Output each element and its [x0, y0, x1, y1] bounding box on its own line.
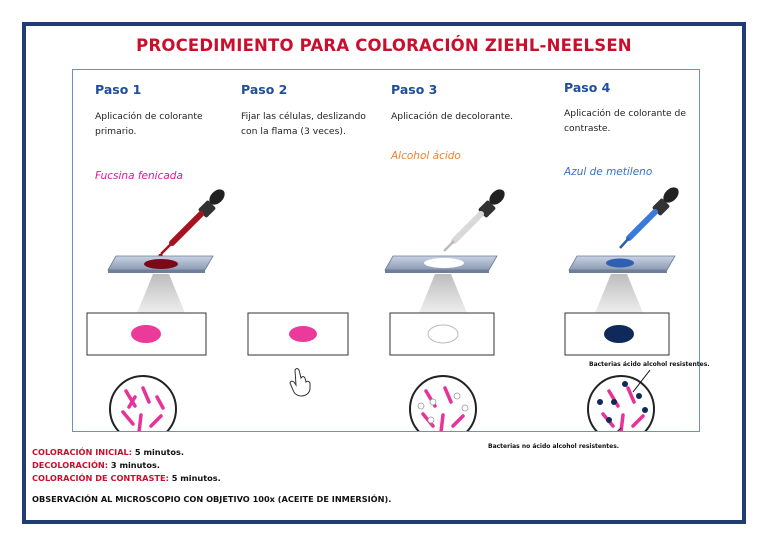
callout-arrow-nonresistant: [617, 427, 622, 431]
step-2-heading: Paso 2: [241, 82, 288, 97]
step-1-magnify-cone: [137, 274, 185, 313]
step-4-microscope-view-icon: [587, 369, 655, 431]
note-contrast: COLORACIÓN DE CONTRASTE: 5 minutos.: [32, 473, 221, 483]
step-2-slide-view: [247, 312, 349, 356]
note-decolor: DECOLORACIÓN: 3 minutos.: [32, 460, 160, 470]
step-3-magnify-cone: [419, 274, 467, 313]
procedure-panel: Paso 1 Aplicación de colorante primario.…: [72, 69, 710, 450]
step-3-description: Aplicación de decolorante.: [391, 111, 514, 122]
step-3-dropper-icon: [443, 189, 505, 252]
page-frame: PROCEDIMIENTO PARA COLORACIÓN ZIEHL-NEEL…: [22, 22, 746, 524]
step-1-slide-icon: [107, 255, 214, 273]
step-2-smear-spot: [289, 326, 317, 342]
callout-resistant: Bacterias ácido alcohol resistentes.: [589, 361, 710, 368]
step-1-microscope-view-icon: [109, 375, 177, 431]
step-1-heading: Paso 1: [95, 82, 142, 97]
step-3-reagent: Alcohol ácido: [391, 150, 461, 162]
step-4-smear-spot: [604, 325, 634, 343]
step-3-slide-icon: [384, 255, 498, 273]
step-1-smear-spot: [131, 325, 161, 343]
step-3-heading: Paso 3: [391, 82, 438, 97]
step-3-smear-spot: [427, 324, 459, 344]
step-1-reagent: Fucsina fenicada: [95, 170, 183, 182]
step-1-dropper-icon: [158, 189, 225, 260]
step-2-description: Fijar las células, deslizando con la fla…: [241, 111, 366, 137]
step-3-microscope-view-icon: [409, 375, 477, 431]
step-4-heading: Paso 4: [564, 80, 611, 95]
callout-arrow-resistant: [632, 369, 651, 393]
timing-notes: COLORACIÓN INICIAL: 5 minutos. DECOLORAC…: [32, 446, 221, 485]
page-title: PROCEDIMIENTO PARA COLORACIÓN ZIEHL-NEEL…: [136, 36, 632, 55]
step-1-description: Aplicación de colorante primario.: [95, 111, 203, 137]
hand-pointer-icon: [289, 368, 311, 397]
step-4-dropper-icon: [619, 187, 679, 249]
step-4-magnify-cone: [595, 274, 643, 313]
note-initial: COLORACIÓN INICIAL: 5 minutos.: [32, 447, 184, 457]
procedure-illustrations: [86, 187, 679, 431]
step-4-description: Aplicación de colorante de contraste.: [564, 108, 687, 134]
step-4-reagent: Azul de metileno: [564, 166, 653, 178]
step-4-slide-icon: [568, 255, 676, 273]
observation-note: OBSERVACIÓN AL MICROSCOPIO CON OBJETIVO …: [32, 494, 392, 504]
callout-non-resistant: Bacterias no ácido alcohol resistentes.: [488, 443, 620, 450]
